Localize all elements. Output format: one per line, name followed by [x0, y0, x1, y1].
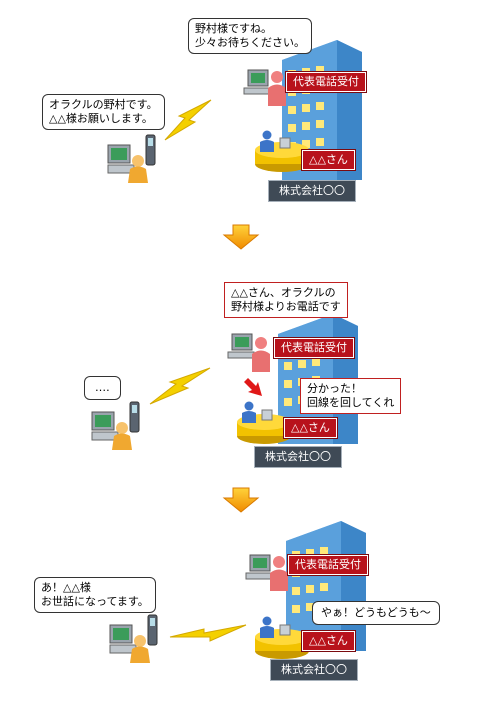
caller-computer-icon: [107, 134, 156, 183]
reception-label: 代表電話受付: [287, 554, 369, 576]
panel-1: オラクルの野村です。 △△様お願いします。 野村様ですね。 少々お待ちください。…: [0, 0, 489, 205]
caller-speech-bubble: オラクルの野村です。 △△様お願いします。: [42, 94, 165, 130]
person-label: △△さん: [283, 417, 338, 439]
reception-label: 代表電話受付: [273, 337, 355, 359]
reception-speech-bubble: 野村様ですね。 少々お待ちください。: [188, 18, 312, 54]
person-speech-bubble: 分かった！ 回線を回してくれ: [300, 378, 402, 414]
caller-speech-bubble: あ！△△様 お世話になってます。: [34, 577, 156, 613]
reception-computer-icon: [243, 69, 271, 95]
desk-icon: [255, 624, 309, 659]
down-arrow-icon: [222, 224, 260, 250]
receptionist-icon: [268, 71, 286, 106]
caller-computer-icon: [91, 401, 140, 450]
reception-label: 代表電話受付: [285, 71, 367, 93]
panel-2: ‥‥ △△さん、オラクルの 野村様よりお電話です 代表電話受付 分かった！ 回線…: [0, 270, 489, 470]
person-icon: [260, 130, 274, 152]
reception-speech-bubble: △△さん、オラクルの 野村様よりお電話です: [224, 282, 348, 318]
company-label: 株式会社〇〇: [268, 180, 356, 202]
company-label: 株式会社〇〇: [254, 446, 342, 468]
lightning-icon: [169, 624, 247, 642]
down-arrow-icon: [222, 487, 260, 513]
reception-computer-icon: [227, 333, 255, 359]
person-label: △△さん: [301, 149, 356, 171]
receptionist-icon: [252, 337, 270, 372]
lightning-icon: [164, 99, 212, 141]
person-speech-bubble: やぁ！どうもどうも～: [312, 601, 440, 625]
company-label: 株式会社〇〇: [270, 659, 358, 681]
red-arrow-icon: [244, 378, 262, 396]
lightning-icon: [149, 367, 211, 405]
caller-speech-bubble: ‥‥: [84, 376, 121, 400]
desk-icon: [237, 409, 291, 444]
panel-3: あ！△△様 お世話になってます。 代表電話受付 やぁ！どうもどうも～ △△さん …: [0, 515, 489, 705]
reception-computer-icon: [245, 554, 273, 580]
person-icon: [242, 401, 256, 423]
person-icon: [260, 616, 274, 638]
caller-computer-icon: [109, 614, 158, 663]
receptionist-icon: [270, 556, 288, 591]
person-label: △△さん: [301, 630, 356, 652]
